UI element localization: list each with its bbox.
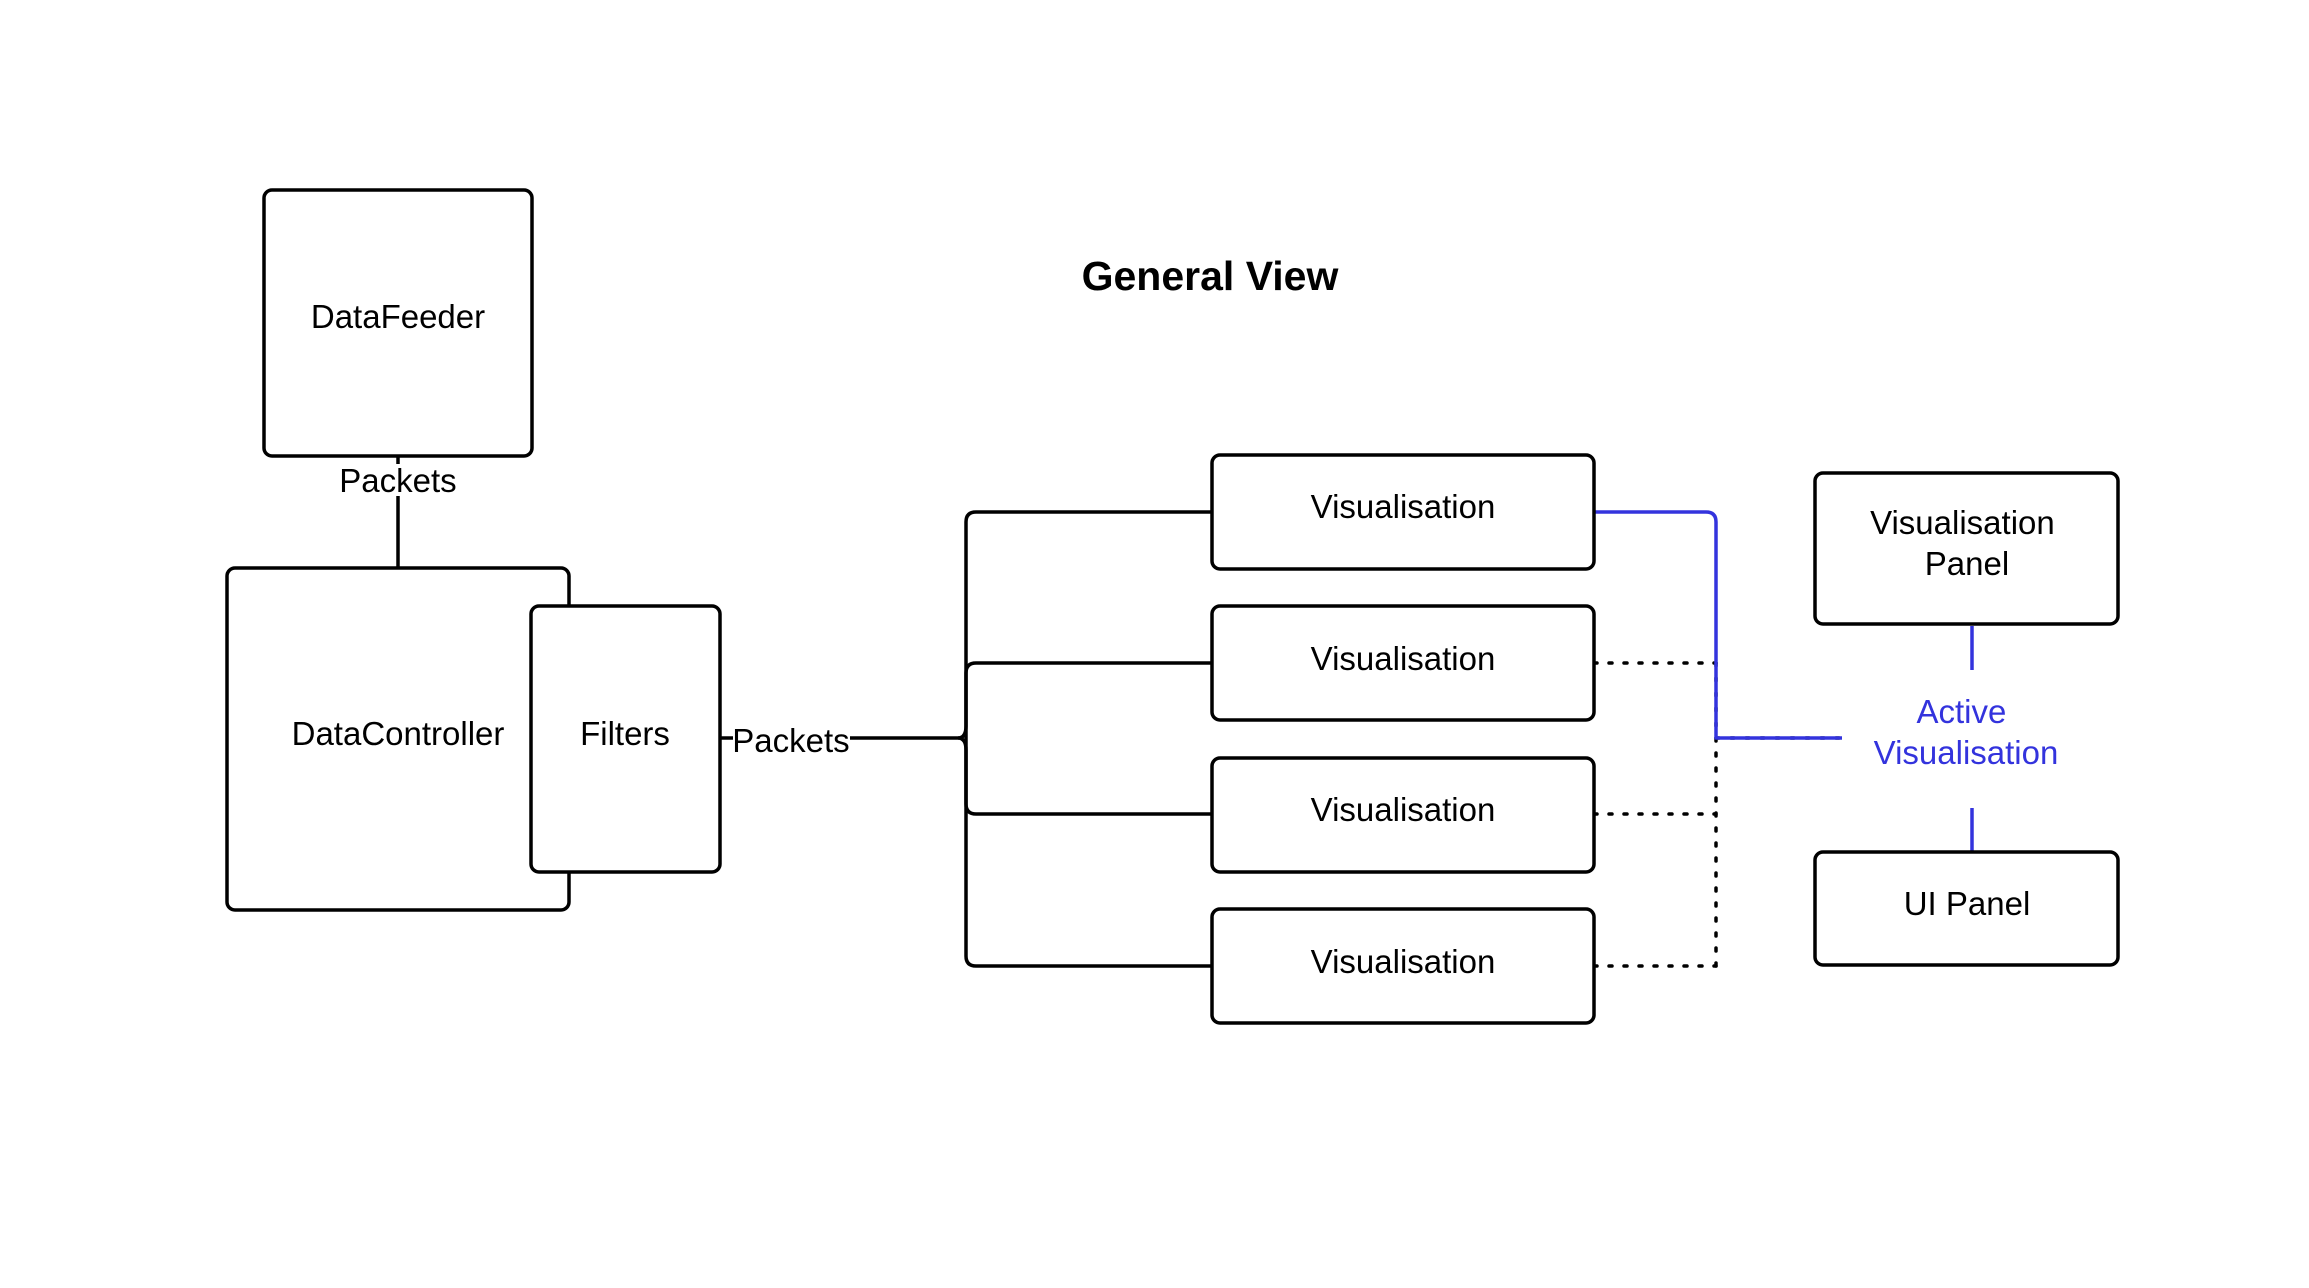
- visualisation-node-3: Visualisation: [1210, 756, 1596, 874]
- visualisation-panel-node: Visualisation Panel: [1813, 471, 2120, 626]
- filters-node: Filters: [529, 604, 722, 874]
- data-controller-node: DataController: [225, 566, 571, 912]
- active-visualisation-line-1: Active: [1916, 693, 2006, 730]
- ui-panel-node: UI Panel: [1813, 850, 2120, 967]
- visualisation-node-2: Visualisation: [1210, 604, 1596, 722]
- visualisation-3-label: Visualisation: [1311, 791, 1496, 828]
- connector-branch-trunk: [964, 510, 1212, 968]
- visualisation-node-4: Visualisation: [1210, 907, 1596, 1025]
- edge-label-feeder-packets: Packets: [339, 462, 456, 499]
- data-feeder-label: DataFeeder: [311, 298, 485, 335]
- data-feeder-node: DataFeeder: [262, 188, 534, 458]
- visualisation-panel-label-line-2: Panel: [1925, 545, 2009, 582]
- visualisation-panel-label: Visualisation Panel: [1870, 504, 2064, 582]
- active-visualisation-line-2: Visualisation: [1874, 734, 2059, 771]
- connector-branch-vis2: [957, 661, 1212, 740]
- filters-label: Filters: [580, 715, 670, 752]
- edge-label-filters-packets: Packets: [732, 722, 849, 759]
- connectors: [396, 456, 1974, 968]
- active-visualisation-label: Active Visualisation: [1874, 693, 2059, 771]
- visualisation-1-label: Visualisation: [1311, 488, 1496, 525]
- ui-panel-label: UI Panel: [1904, 885, 2031, 922]
- connector-branch-vis3: [957, 736, 1212, 816]
- visualisation-4-label: Visualisation: [1311, 943, 1496, 980]
- data-controller-label: DataController: [292, 715, 505, 752]
- diagram-title: General View: [1082, 253, 1339, 299]
- visualisation-node-1: Visualisation: [1210, 453, 1596, 571]
- visualisation-2-label: Visualisation: [1311, 640, 1496, 677]
- visualisation-panel-label-line-1: Visualisation: [1870, 504, 2055, 541]
- active-connector-vis1: [1594, 510, 1842, 740]
